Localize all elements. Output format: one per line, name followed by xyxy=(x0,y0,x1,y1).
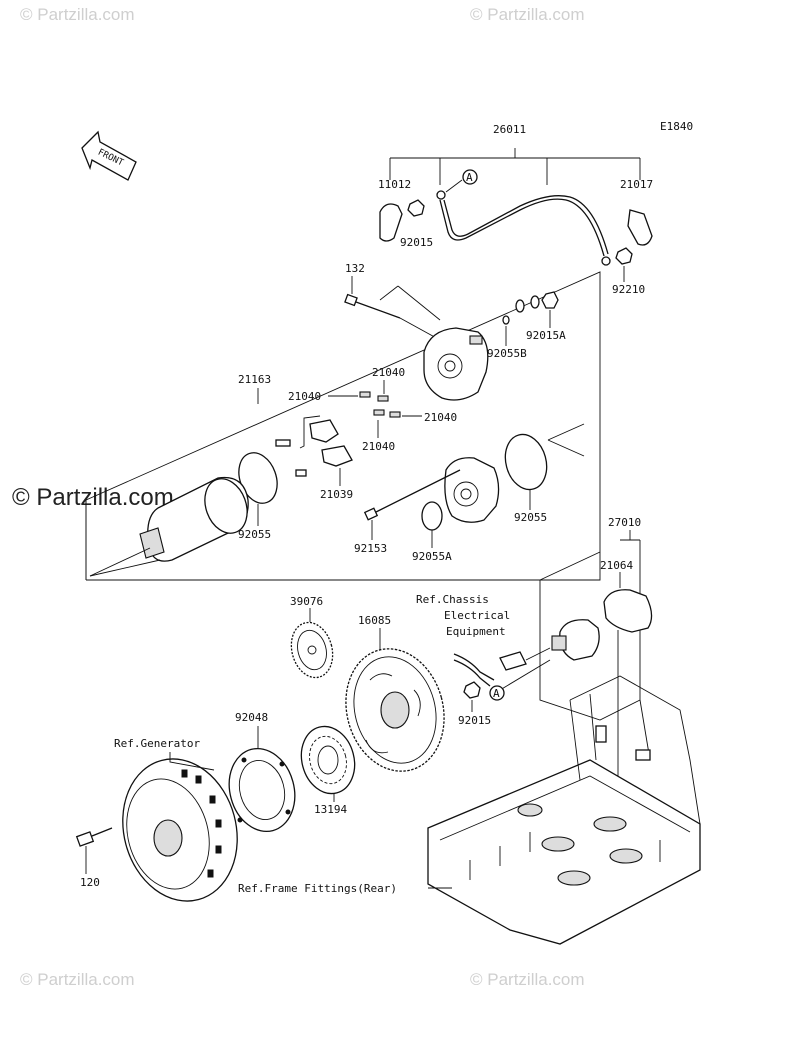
ref-chassis-line3: Equipment xyxy=(446,625,506,638)
motor-housing xyxy=(89,476,249,577)
label-21064: 21064 xyxy=(600,559,633,572)
generator-rotor xyxy=(122,758,238,902)
boot-11012 xyxy=(379,203,403,242)
nut-92210 xyxy=(615,247,633,265)
label-11012: 11012 xyxy=(378,178,411,191)
chassis-wiring xyxy=(453,647,551,691)
label-21039: 21039 xyxy=(320,488,353,501)
starter-motor-frame xyxy=(85,271,601,581)
ref-chassis-line2: Electrical xyxy=(444,609,510,622)
label-21017: 21017 xyxy=(620,178,653,191)
relay-body xyxy=(551,619,600,661)
nut-92015-bottom xyxy=(463,681,481,699)
idle-gear-39076 xyxy=(290,621,334,679)
cable-assembly-group: A xyxy=(379,148,653,266)
label-16085: 16085 xyxy=(358,614,391,627)
label-26011: 26011 xyxy=(493,123,526,136)
label-132: 132 xyxy=(345,262,365,275)
bolt-132 xyxy=(344,293,441,341)
ref-generator: Ref.Generator xyxy=(114,737,200,750)
label-27010: 27010 xyxy=(608,516,641,529)
label-21040-b: 21040 xyxy=(372,366,405,379)
rear-cover xyxy=(444,423,585,523)
label-92055-left: 92055 xyxy=(238,528,271,541)
label-120: 120 xyxy=(80,876,100,889)
label-92055-right: 92055 xyxy=(514,511,547,524)
boot-21017 xyxy=(627,209,653,246)
nut-92015-top xyxy=(407,199,425,217)
label-92055A: 92055A xyxy=(412,550,452,563)
clutch-13194 xyxy=(300,725,356,795)
washers-92015A xyxy=(515,291,559,313)
bolt-120 xyxy=(75,827,113,847)
label-92015A: 92015A xyxy=(526,329,566,342)
brushes-21040 xyxy=(359,391,401,418)
label-39076: 39076 xyxy=(290,595,323,608)
callout-a-bottom-label: A xyxy=(493,687,500,700)
label-92055B: 92055B xyxy=(487,347,527,360)
watermark-center: © Partzilla.com xyxy=(12,484,174,511)
ref-chassis-line1: Ref.Chassis xyxy=(416,593,489,606)
oring-92055-right xyxy=(504,433,548,491)
label-92210: 92210 xyxy=(612,283,645,296)
watermark-top-right: © Partzilla.com xyxy=(470,5,585,24)
ref-frame: Ref.Frame Fittings(Rear) xyxy=(238,882,397,895)
label-92048: 92048 xyxy=(235,711,268,724)
label-13194: 13194 xyxy=(314,803,347,816)
plate-92048 xyxy=(228,747,296,833)
label-92015-bottom: 92015 xyxy=(458,714,491,727)
label-21040-d: 21040 xyxy=(362,440,395,453)
callout-a-bottom xyxy=(489,685,505,701)
front-arrow-icon: FRONT xyxy=(81,130,137,181)
diagram-code: E1840 xyxy=(660,120,693,133)
watermarks: © Partzilla.com © Partzilla.com © Partzi… xyxy=(12,5,585,989)
starter-gear-16085 xyxy=(345,648,445,772)
oring-92055A xyxy=(421,501,443,531)
frame-fittings xyxy=(427,675,701,945)
oring-92055B xyxy=(502,315,510,325)
watermark-bottom-right: © Partzilla.com xyxy=(470,970,585,989)
relay-cover-21064 xyxy=(603,589,653,633)
label-92015-top: 92015 xyxy=(400,236,433,249)
watermark-bottom-left: © Partzilla.com xyxy=(20,970,135,989)
brush-holder-21039 xyxy=(275,415,353,477)
bolt-92153 xyxy=(363,469,461,521)
callout-a-top xyxy=(462,169,478,185)
label-21040-a: 21040 xyxy=(288,390,321,403)
callout-a-top-label: A xyxy=(466,171,473,184)
label-21040-c: 21040 xyxy=(424,411,457,424)
label-92153: 92153 xyxy=(354,542,387,555)
watermark-top-left: © Partzilla.com xyxy=(20,5,135,24)
label-21163: 21163 xyxy=(238,373,271,386)
front-cover xyxy=(423,327,489,401)
